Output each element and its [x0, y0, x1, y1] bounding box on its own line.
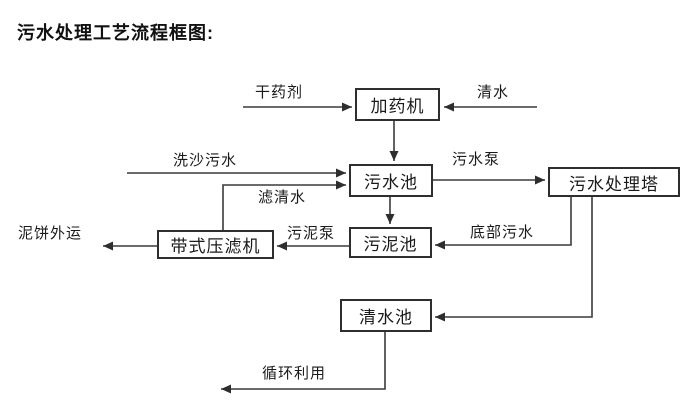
node-sewage-pool: 污水池	[349, 164, 433, 197]
node-clear-water-pool: 清水池	[340, 299, 432, 332]
page-title: 污水处理工艺流程框图:	[17, 23, 214, 43]
edge-tower-to-clear-water-pool	[435, 197, 593, 322]
node-belt-filter-press: 带式压滤机	[157, 230, 274, 259]
label-sludge-pump: 污泥泵	[287, 225, 336, 242]
label-bottom-sewage: 底部污水	[470, 224, 535, 241]
node-treatment-tower: 污水处理塔	[548, 167, 680, 197]
edge-filtered-water	[222, 180, 346, 230]
node-dosing-machine: 加药机	[355, 88, 440, 121]
label-recycle: 循环利用	[262, 365, 327, 382]
label-clear-water: 清水	[477, 84, 510, 101]
edge-recycle	[221, 332, 386, 394]
label-sewage-pump: 污水泵	[452, 151, 501, 168]
edge-bottom-sewage	[435, 197, 572, 250]
label-filtered-water: 滤清水	[258, 189, 307, 206]
label-sand-washing-sewage: 洗沙污水	[173, 152, 238, 169]
label-dry-agent: 干药剂	[255, 84, 304, 101]
node-sludge-pool: 污泥池	[349, 227, 432, 258]
label-mud-cake-out: 泥饼外运	[18, 225, 83, 242]
